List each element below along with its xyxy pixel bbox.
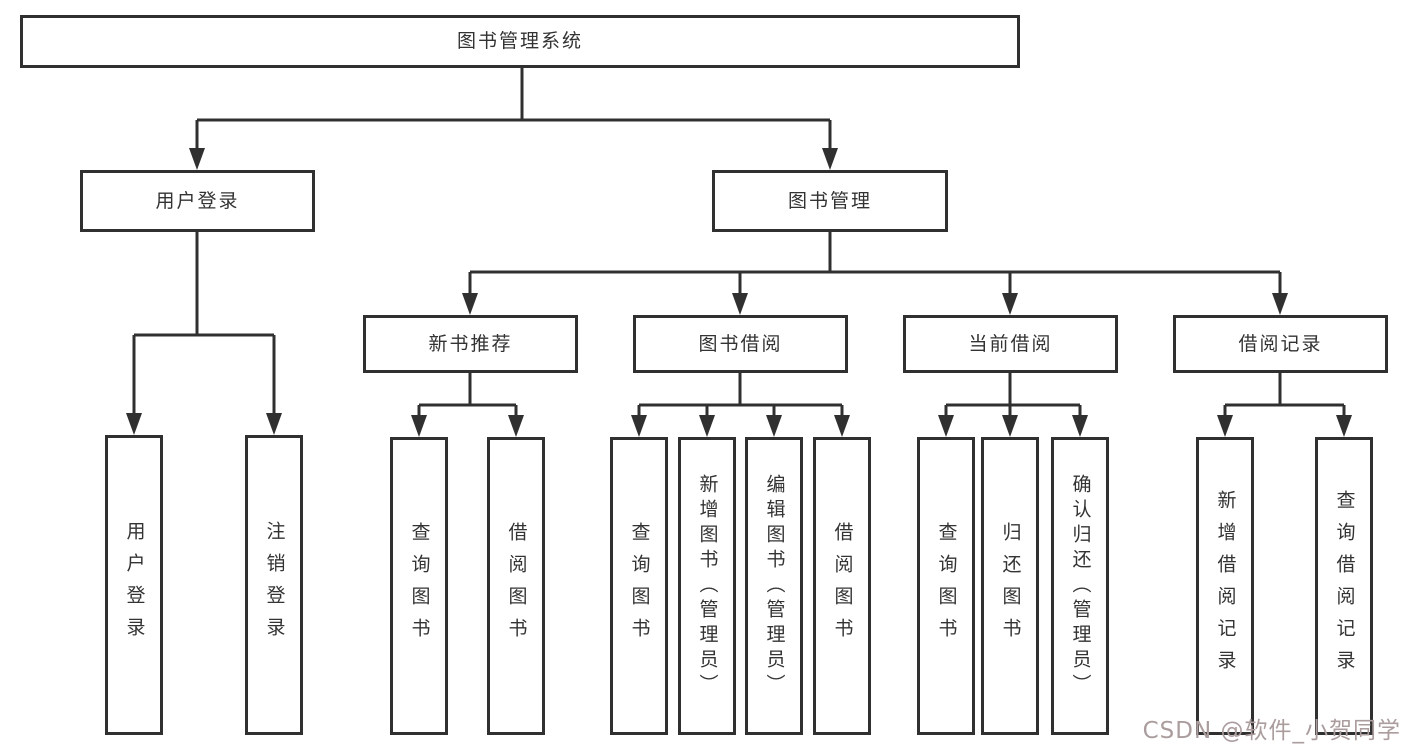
- leaf-query-books-borrow: 查询图书: [610, 437, 668, 735]
- leaf-return-books: 归还图书: [981, 437, 1039, 735]
- csdn-watermark: CSDN @软件_小贺同学: [1142, 718, 1401, 744]
- leaf-confirm-return-admin: 确认归还（管理员）: [1051, 437, 1109, 735]
- leaf-label: 确认归还（管理员）: [1069, 473, 1092, 699]
- leaf-label: 借阅图书: [505, 522, 528, 650]
- leaf-label: 查询图书: [935, 522, 958, 650]
- leaf-label: 注销登录: [263, 521, 286, 649]
- leaf-logout: 注销登录: [245, 435, 303, 735]
- node-label: 新书推荐: [428, 332, 513, 355]
- leaf-borrow-books: 借阅图书: [813, 437, 871, 735]
- leaf-label: 归还图书: [999, 522, 1022, 650]
- leaf-label: 借阅图书: [831, 522, 854, 650]
- leaf-label: 编辑图书（管理员）: [763, 473, 786, 699]
- node-label: 用户登录: [155, 189, 240, 212]
- node-new-book-recommendation: 新书推荐: [363, 315, 578, 373]
- leaf-edit-books-admin: 编辑图书（管理员）: [745, 437, 803, 735]
- node-label: 图书管理: [787, 189, 872, 212]
- leaf-label: 查询借阅记录: [1333, 490, 1356, 682]
- node-label: 图书借阅: [698, 332, 783, 355]
- leaf-user-login: 用户登录: [105, 435, 163, 735]
- leaf-query-books-current: 查询图书: [917, 437, 975, 735]
- node-label: 图书管理系统: [456, 30, 583, 52]
- node-book-management: 图书管理: [712, 170, 948, 232]
- leaf-query-books-recommend: 查询图书: [390, 437, 448, 735]
- node-label: 借阅记录: [1238, 332, 1323, 355]
- leaf-query-borrow-record: 查询借阅记录: [1315, 437, 1373, 735]
- leaf-label: 查询图书: [408, 522, 431, 650]
- node-user-login: 用户登录: [80, 170, 315, 232]
- node-library-management-system: 图书管理系统: [20, 15, 1020, 68]
- leaf-label: 新增借阅记录: [1214, 490, 1237, 682]
- leaf-add-books-admin: 新增图书（管理员）: [678, 437, 736, 735]
- leaf-label: 新增图书（管理员）: [696, 473, 719, 699]
- node-book-borrowing: 图书借阅: [633, 315, 848, 373]
- leaf-borrow-books-recommend: 借阅图书: [487, 437, 545, 735]
- leaf-label: 查询图书: [628, 522, 651, 650]
- leaf-add-borrow-record: 新增借阅记录: [1196, 437, 1254, 735]
- leaf-label: 用户登录: [123, 521, 146, 649]
- node-label: 当前借阅: [968, 332, 1053, 355]
- node-current-borrowing: 当前借阅: [903, 315, 1118, 373]
- node-borrowing-records: 借阅记录: [1173, 315, 1388, 373]
